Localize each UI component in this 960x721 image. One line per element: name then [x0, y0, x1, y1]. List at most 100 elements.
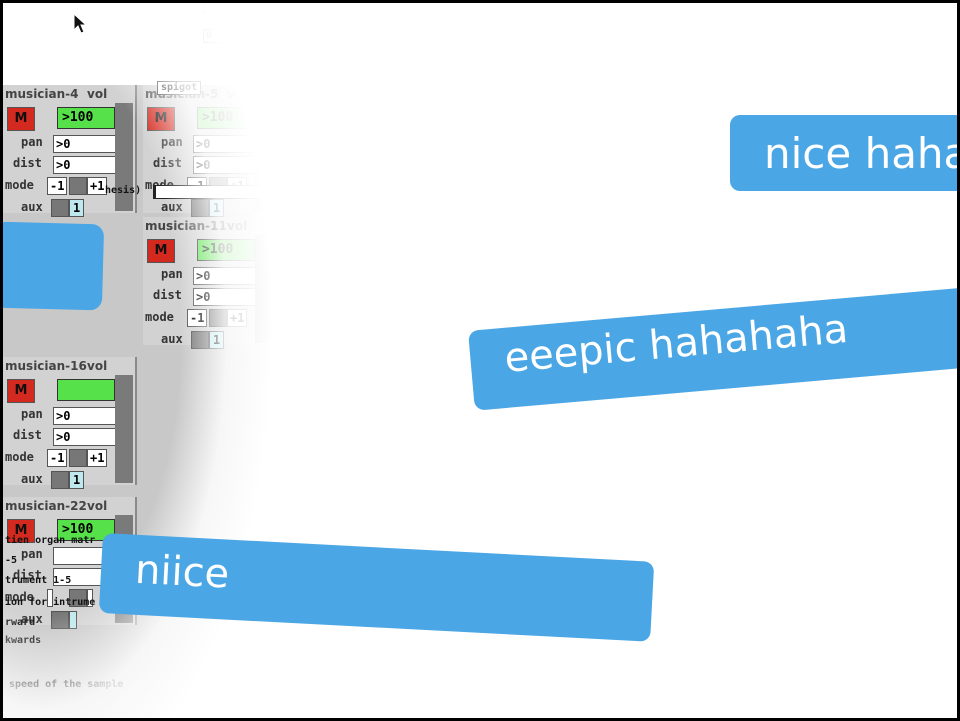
pd-waterplayer-object[interactable]: pd waterPlayer [441, 695, 534, 709]
change-speed-slider[interactable] [558, 31, 682, 45]
pan-number[interactable]: >0 [193, 267, 257, 285]
mode-plus[interactable]: +1 [227, 309, 248, 327]
aux-number[interactable]: 1 [69, 199, 85, 217]
toggle-repeat-toggle[interactable] [621, 53, 634, 66]
strip-title: musician-11 [145, 219, 227, 233]
mode-minus[interactable]: -1 [47, 177, 68, 195]
mouse-cursor-icon [73, 13, 88, 34]
r-m14-object[interactable]: r m14 [491, 448, 530, 462]
side-note-1: tien organ matr [5, 535, 96, 546]
spigot-guitar[interactable]: spigot [361, 144, 406, 158]
chat-bubble-text: nice haha [764, 129, 957, 178]
start-label: start [399, 5, 430, 16]
spigot-2[interactable]: spigot [667, 5, 712, 19]
mute-button[interactable]: M [7, 379, 35, 403]
dist-label: dist [153, 156, 182, 170]
water-change-pitch-slider[interactable] [811, 581, 935, 595]
change-speed-label: change speed [470, 33, 543, 44]
spigot-water-1[interactable]: spigot [651, 487, 696, 501]
aux-toggle[interactable] [51, 199, 69, 217]
water-r-shake-object[interactable]: r shake [679, 665, 730, 679]
m24-toggle[interactable] [591, 467, 604, 480]
pan-number[interactable]: >0 [193, 135, 257, 153]
aux-toggle[interactable] [191, 199, 209, 217]
spigot-water-3[interactable]: spigot [789, 490, 834, 504]
side-note-4: ion for intrume [5, 597, 96, 608]
roll-number-box[interactable]: 0 [641, 453, 679, 467]
r-shake-object-right[interactable]: r shake [867, 99, 918, 113]
r-yaw-object[interactable]: r yaw [203, 3, 242, 13]
dist-label: dist [13, 156, 42, 170]
spigot-1[interactable]: spigot [601, 5, 646, 19]
mute-button[interactable]: M [147, 239, 175, 263]
pan-number[interactable]: >0 [53, 135, 117, 153]
volume-fader[interactable] [115, 375, 133, 483]
water-toggle-speed-toggle[interactable] [515, 536, 528, 549]
aux-number[interactable] [69, 611, 77, 629]
mode-toggle[interactable] [209, 309, 227, 327]
chat-bubble-text: niice [133, 546, 231, 598]
aux-label: aux [161, 200, 183, 214]
aux-toggle[interactable] [51, 611, 69, 629]
pitch-number-box[interactable]: 0 [727, 453, 765, 467]
water-start-bang[interactable] [512, 510, 525, 523]
r-m04-object[interactable]: r m04 [423, 448, 462, 462]
m04-toggle[interactable] [453, 469, 466, 482]
change-pitch-slider[interactable] [740, 73, 862, 87]
strip-vol-label: vol [87, 499, 108, 513]
mode-toggle[interactable] [69, 177, 87, 195]
m14-toggle[interactable] [518, 469, 531, 482]
volume-number[interactable]: >100 [57, 107, 115, 129]
aux-number[interactable]: 1 [209, 331, 225, 349]
aux-toggle[interactable] [191, 331, 209, 349]
multiply-signal-object[interactable]: *~ [483, 248, 504, 262]
mode-minus[interactable]: -1 [47, 449, 68, 467]
start-bang[interactable] [441, 4, 454, 17]
dist-number[interactable]: >0 [193, 288, 257, 306]
r-yaw-object-lower[interactable]: r yaw [823, 422, 862, 436]
spigot-water-2[interactable]: spigot [717, 485, 762, 499]
mixer-spigot[interactable]: spigot [157, 81, 202, 95]
amplitude-modulation-slider[interactable] [491, 107, 615, 121]
guitar-volume-slider[interactable] [363, 181, 485, 195]
dist-number[interactable]: >0 [193, 156, 257, 174]
side-note-6: kwards [5, 635, 42, 646]
r-pitch-object[interactable]: r pitch [727, 424, 778, 438]
toggle-speed-label: toggle speed [353, 31, 426, 42]
pan-number[interactable]: >0 [53, 407, 117, 425]
volume-number[interactable]: >100 [197, 239, 255, 261]
aux-number[interactable]: 1 [69, 471, 85, 489]
aux-toggle[interactable] [51, 471, 69, 489]
hesis-fragment: hesis) [105, 185, 142, 196]
spigot-3[interactable]: spigot [739, 8, 784, 22]
chat-bubble-left [3, 221, 105, 311]
divide-100-object[interactable]: / 100 [425, 218, 464, 232]
strip-vol-label: vol [227, 87, 248, 101]
dist-number[interactable]: >0 [53, 428, 117, 446]
dist-number[interactable]: >0 [53, 156, 117, 174]
spigot-water-bottom[interactable]: spigot [649, 703, 694, 717]
mode-toggle[interactable] [69, 449, 87, 467]
yaw-number-box[interactable]: 0 [823, 453, 861, 467]
r-roll-object[interactable]: r roll [641, 422, 686, 436]
playback-mode-toggle[interactable] [493, 53, 506, 66]
pd-guitarplayer-object[interactable]: pd guitarPlayer [509, 173, 608, 187]
top-number-box[interactable]: 0 [203, 29, 241, 43]
water-toggle-repeat-toggle[interactable] [703, 560, 716, 573]
pd-patch-canvas[interactable]: start r yaw 0 spigot spigot spigot togg … [3, 3, 957, 718]
mute-button[interactable]: M [147, 107, 175, 131]
mode-plus[interactable]: +1 [87, 449, 108, 467]
water-change-speed-slider[interactable] [629, 538, 753, 552]
r-m24-object[interactable]: r m24 [561, 446, 600, 460]
volume-number[interactable] [57, 379, 115, 401]
right-edge-chang: chang [927, 31, 957, 42]
mute-button[interactable]: M [7, 107, 35, 131]
volume-fader[interactable] [255, 235, 273, 343]
aux-number[interactable]: 1 [209, 199, 225, 217]
mode-minus[interactable]: -1 [187, 309, 208, 327]
toggle-speed-toggle[interactable] [443, 29, 456, 42]
volume-number[interactable]: >100 [197, 107, 255, 129]
mixer-pitch-slider[interactable] [153, 185, 285, 199]
